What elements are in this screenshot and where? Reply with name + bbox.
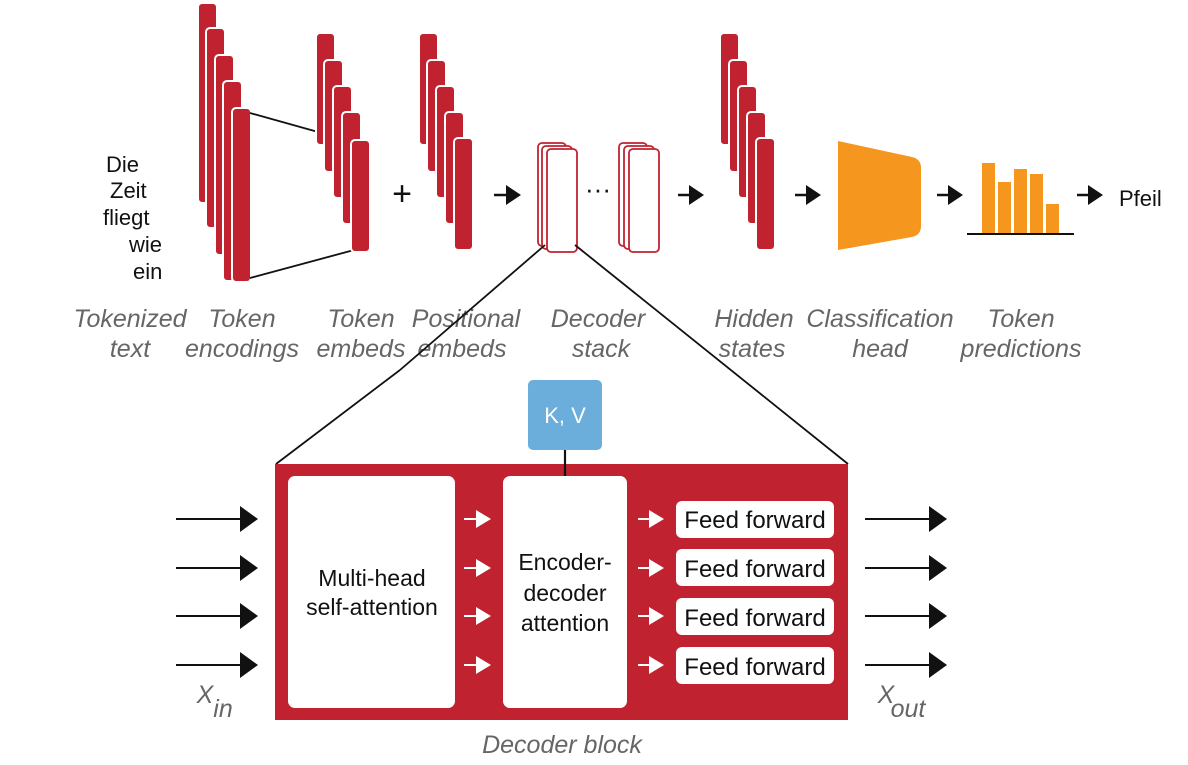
label-classification-head-2: head: [852, 335, 909, 363]
feed-forward-label-3: Feed forward: [684, 605, 825, 632]
input-arrows: [176, 506, 258, 678]
token-wie: wie: [128, 232, 162, 257]
arrow-to-hidden-icon: [678, 185, 704, 205]
x-out-subscript: out: [891, 695, 927, 723]
output-token: Pfeil: [1119, 186, 1162, 211]
feed-forward-label-2: Feed forward: [684, 556, 825, 583]
token-fliegt: fliegt: [103, 205, 149, 230]
label-classification-head-1: Classification: [806, 305, 953, 333]
decoder-block-caption: Decoder block: [482, 731, 643, 759]
classification-head-shape: [838, 141, 921, 250]
feed-forward-boxes: Feed forward Feed forward Feed forward F…: [676, 501, 834, 684]
feed-forward-box-2: [676, 549, 834, 586]
feed-forward-label-4: Feed forward: [684, 654, 825, 681]
ellipsis-symbol: ···: [585, 174, 611, 204]
stage-labels: Tokenized text Token encodings Token emb…: [73, 305, 1081, 363]
token-encodings-stack: [197, 2, 252, 283]
label-positional-embeds-2: embeds: [418, 335, 507, 363]
encdec-label-3: attention: [521, 610, 609, 636]
inner-arrows-right: [638, 510, 664, 674]
label-positional-embeds-1: Positional: [412, 305, 522, 333]
encoder-decoder-attention-box: [503, 476, 627, 708]
arrow-to-head-icon: [795, 185, 821, 205]
hidden-states-stack: [719, 32, 776, 251]
multihead-label-2: self-attention: [306, 594, 438, 620]
label-hidden-states-1: Hidden: [714, 305, 793, 333]
encdec-label-1: Encoder-: [518, 549, 611, 575]
plus-symbol: +: [392, 175, 412, 213]
token-zeit: Zeit: [110, 178, 147, 203]
label-token-encodings-2: encodings: [185, 335, 299, 363]
decoder-stack-right: [618, 142, 660, 253]
positional-embeds-stack: [418, 32, 474, 251]
feed-forward-box-3: [676, 598, 834, 635]
label-token-predictions-2: predictions: [960, 335, 1082, 363]
label-tokenized-text-2: text: [110, 335, 151, 363]
label-token-predictions-1: Token: [987, 305, 1054, 333]
label-decoder-stack-2: stack: [572, 335, 632, 363]
label-hidden-states-2: states: [719, 335, 786, 363]
inner-arrows-left: [464, 510, 491, 674]
token-embeds-stack: [315, 32, 371, 253]
label-tokenized-text-1: Tokenized: [73, 305, 187, 333]
output-arrows: [865, 506, 947, 678]
arrow-to-output-icon: [1077, 185, 1103, 205]
x-in-label: X: [196, 681, 215, 709]
multihead-attention-box: [288, 476, 455, 708]
arrow-to-predictions-icon: [937, 185, 963, 205]
decoder-stack-left: [537, 142, 578, 253]
label-decoder-stack-1: Decoder: [551, 305, 647, 333]
encdec-label-2: decoder: [523, 580, 606, 606]
label-token-embeds-2: embeds: [317, 335, 406, 363]
token-ein: ein: [133, 259, 162, 284]
feed-forward-box-1: [676, 501, 834, 538]
token-die: Die: [106, 152, 139, 177]
kv-box: [528, 380, 602, 450]
feed-forward-label-1: Feed forward: [684, 507, 825, 534]
multihead-label-1: Multi-head: [318, 565, 425, 591]
label-token-embeds-1: Token: [327, 305, 394, 333]
x-out-label: X: [877, 681, 896, 709]
arrow-to-decoder-icon: [494, 185, 521, 205]
x-in-subscript: in: [213, 695, 232, 723]
feed-forward-box-4: [676, 647, 834, 684]
label-token-encodings-1: Token: [208, 305, 275, 333]
kv-label: K, V: [544, 403, 586, 428]
token-predictions-bars: [982, 163, 1059, 233]
tokenized-text: Die Zeit fliegt wie ein: [103, 152, 162, 284]
